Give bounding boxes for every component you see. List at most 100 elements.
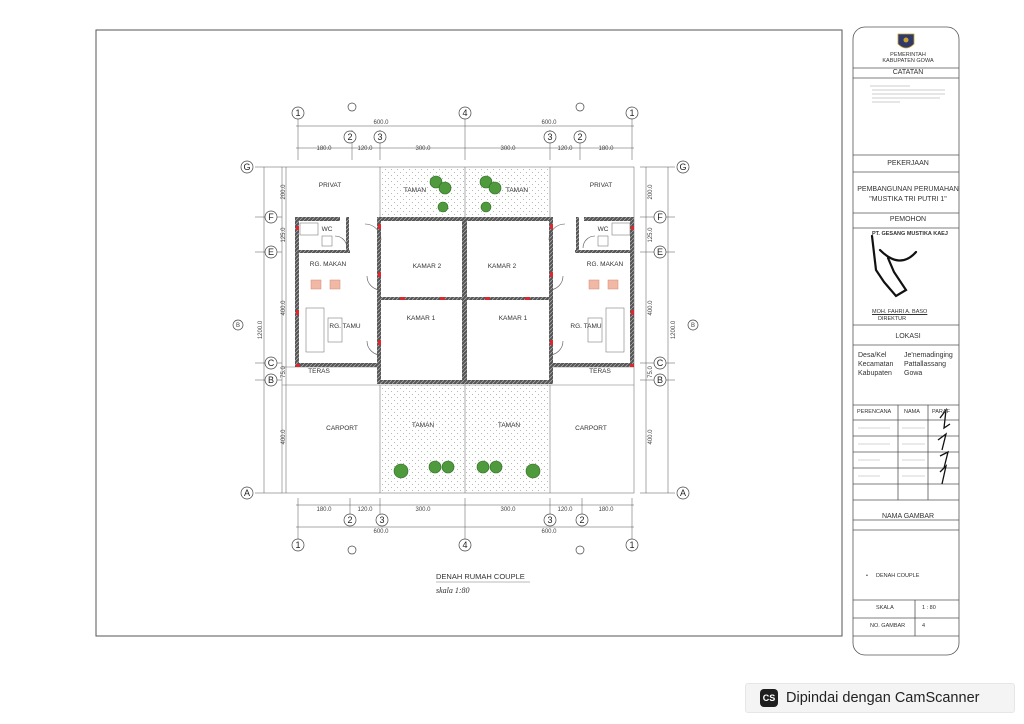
room-labels: PRIVAT PRIVAT TAMAN TAMAN WC WC RG. MAKA… xyxy=(308,182,623,432)
tb-project-line2: "MUSTIKA TRI PUTRI 1" xyxy=(869,196,947,203)
dim-left-overall: 1200.0 xyxy=(258,320,264,339)
dim-right-400-b: 400.0 xyxy=(648,429,654,445)
dim-bot-180-left: 180.0 xyxy=(316,507,332,513)
garden-areas xyxy=(380,167,550,493)
axis-bottom-3: 3 xyxy=(379,515,384,525)
axis-right-c: C xyxy=(657,358,664,368)
dim-right-125: 125.0 xyxy=(648,227,654,243)
dim-bot-180-right: 180.0 xyxy=(598,507,614,513)
dim-left-75: 75.0 xyxy=(281,366,287,378)
tb-loc-label-1: Desa/Kel xyxy=(858,352,887,359)
axis-bottom-7: 1 xyxy=(629,540,634,550)
axis-right-g: G xyxy=(679,162,686,172)
tb-pemohon: PEMOHON xyxy=(889,216,927,223)
camscanner-text: Dipindai dengan CamScanner xyxy=(786,690,980,706)
room-teras-right: TERAS xyxy=(589,368,611,375)
axis-left-g: G xyxy=(243,162,250,172)
tb-loc-value-3: Gowa xyxy=(904,370,923,377)
room-rg-tamu-left: RG. TAMU xyxy=(329,323,360,330)
dim-left-125: 125.0 xyxy=(281,227,287,243)
dim-top-total-left: 600.0 xyxy=(373,120,389,126)
tb-loc-value-2: Pattallassang xyxy=(904,361,947,368)
tb-loc-label-2: Kecamatan xyxy=(858,361,894,368)
dim-bot-total-right: 600.0 xyxy=(541,529,557,535)
tb-skala-label: SKALA xyxy=(876,605,894,611)
perencana-initials xyxy=(937,407,951,485)
axis-left-c: C xyxy=(268,358,275,368)
perencana-rows xyxy=(858,427,925,477)
camscanner-watermark: CS Dipindai dengan CamScanner xyxy=(745,683,1015,713)
axis-top-4: 4 xyxy=(462,108,467,118)
tree-icons xyxy=(393,175,541,479)
dim-right-400-a: 400.0 xyxy=(648,300,654,316)
axis-mid-left-b: B xyxy=(236,323,240,329)
room-wc-right: WC xyxy=(598,226,609,233)
dim-left-400-b: 400.0 xyxy=(281,429,287,445)
dim-bot-total-left: 600.0 xyxy=(373,529,389,535)
axis-bubbles xyxy=(232,102,699,555)
title-block-frame xyxy=(852,26,960,656)
dim-bot-120-left: 120.0 xyxy=(357,507,373,513)
tb-paraf-header: PARAF xyxy=(932,409,950,415)
dim-left-200: 200.0 xyxy=(281,184,287,200)
tb-company: PT. GESANG MUSTIKA KAEJ xyxy=(872,231,948,237)
tb-lokasi: LOKASI xyxy=(895,333,921,340)
room-privat-left: PRIVAT xyxy=(319,182,342,189)
tb-project-line1: PEMBANGUNAN PERUMAHAN xyxy=(857,186,959,193)
axis-right-e: E xyxy=(657,247,663,257)
axis-labels-top: 1 2 3 4 3 2 1 1 2 3 4 3 2 1 xyxy=(295,108,634,550)
tb-no-gambar-value: 4 xyxy=(922,623,926,629)
dim-left-400-a: 400.0 xyxy=(281,300,287,316)
drawing-frame xyxy=(95,29,843,637)
tb-catatan: CATATAN xyxy=(892,69,924,76)
tb-perencana-header: PERENCANA xyxy=(857,409,892,415)
room-kamar2-left: KAMAR 2 xyxy=(413,263,442,270)
room-kamar1-right: KAMAR 1 xyxy=(499,315,528,322)
plan-scale-note: skala 1:80 xyxy=(436,586,470,595)
dim-right-200: 200.0 xyxy=(648,184,654,200)
tb-pekerjaan: PEKERJAAN xyxy=(887,160,929,167)
room-taman-top-right: TAMAN xyxy=(506,187,529,194)
axis-mid-right-b: B xyxy=(691,323,695,329)
dimension-lines xyxy=(255,108,675,545)
axis-top-2: 2 xyxy=(347,132,352,142)
door-swings xyxy=(334,223,596,356)
room-privat-right: PRIVAT xyxy=(590,182,613,189)
dim-top-total-right: 600.0 xyxy=(541,120,557,126)
axis-left-e: E xyxy=(268,247,274,257)
axis-right-a: A xyxy=(680,488,686,498)
axis-bottom-4: 4 xyxy=(462,540,467,550)
room-kamar2-right: KAMAR 2 xyxy=(488,263,517,270)
tb-drawing-item: DENAH COUPLE xyxy=(876,573,920,579)
dim-top-180-left: 180.0 xyxy=(316,146,332,152)
tb-no-gambar-label: NO. GAMBAR xyxy=(870,623,906,629)
room-teras-left: TERAS xyxy=(308,368,330,375)
dim-top-120-left: 120.0 xyxy=(357,146,373,152)
dimension-texts: 600.0 600.0 180.0 120.0 300.0 300.0 120.… xyxy=(258,120,677,535)
axis-right-f: F xyxy=(657,212,663,222)
dim-right-overall: 1200.0 xyxy=(671,320,677,339)
camscanner-logo-icon: CS xyxy=(760,689,778,707)
axis-top-6: 2 xyxy=(577,132,582,142)
axis-left-b: B xyxy=(268,375,274,385)
gowa-emblem-icon xyxy=(897,33,915,49)
axis-top-3: 3 xyxy=(377,132,382,142)
plan-title: DENAH RUMAH COUPLE xyxy=(436,572,525,581)
room-rg-makan-right: RG. MAKAN xyxy=(587,261,624,268)
tb-skala-value: 1 : 80 xyxy=(922,605,936,611)
dim-bot-300-left: 300.0 xyxy=(415,507,431,513)
room-carport-left: CARPORT xyxy=(326,425,358,432)
axis-labels-side: G F E C B A G F E C B A B B xyxy=(236,162,695,498)
tb-nama-header: NAMA xyxy=(904,409,920,415)
walls xyxy=(295,217,634,384)
axis-bottom-5: 3 xyxy=(547,515,552,525)
axis-top-7: 1 xyxy=(629,108,634,118)
room-carport-right: CARPORT xyxy=(575,425,607,432)
window-markers xyxy=(296,224,634,367)
room-wc-left: WC xyxy=(322,226,333,233)
axis-bottom-1: 1 xyxy=(295,540,300,550)
tb-loc-value-1: Je'nemadinging xyxy=(904,352,953,359)
dining-chairs xyxy=(310,279,619,290)
axis-bottom-2: 2 xyxy=(347,515,352,525)
